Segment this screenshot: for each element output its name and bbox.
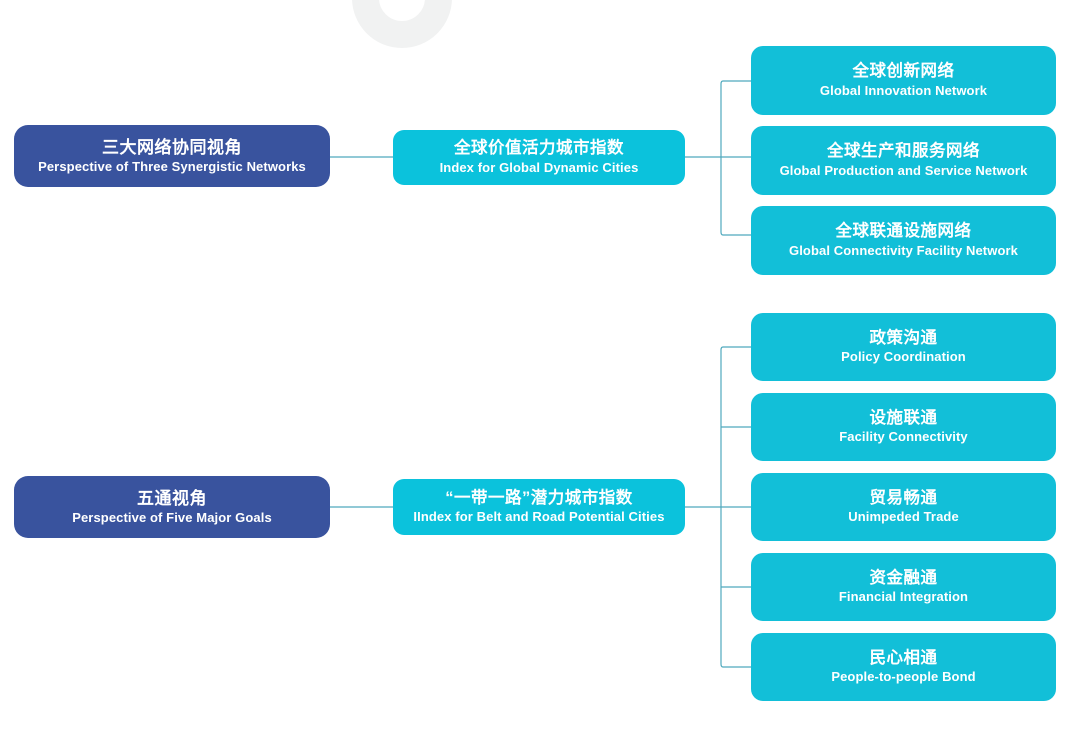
node-perspective-five-major-goals[interactable]: 五通视角 Perspective of Five Major Goals bbox=[14, 476, 330, 538]
connector-top-bracket-spine bbox=[720, 80, 729, 236]
node-title-cn: 政策沟通 bbox=[869, 328, 938, 347]
node-title-en: Perspective of Five Major Goals bbox=[72, 509, 272, 525]
node-title-en: Financial Integration bbox=[838, 589, 969, 605]
node-leaf-global-production-and-service-network[interactable]: 全球生产和服务网络 Global Production and Service … bbox=[751, 126, 1056, 195]
node-title-cn: 全球生产和服务网络 bbox=[827, 142, 980, 161]
node-leaf-people-to-people-bond[interactable]: 民心相通 People-to-people Bond bbox=[751, 633, 1056, 701]
node-index-belt-and-road-potential-cities[interactable]: “一带一路”潜力城市指数 IIndex for Belt and Road Po… bbox=[393, 479, 685, 535]
node-leaf-policy-coordination[interactable]: 政策沟通 Policy Coordination bbox=[751, 313, 1056, 381]
node-leaf-global-connectivity-facility-network[interactable]: 全球联通设施网络 Global Connectivity Facility Ne… bbox=[751, 206, 1056, 275]
node-title-cn: 全球价值活力城市指数 bbox=[454, 139, 624, 158]
node-title-en: Global Production and Service Network bbox=[779, 162, 1028, 178]
node-title-en: Index for Global Dynamic Cities bbox=[439, 159, 639, 175]
node-title-en: Unimpeded Trade bbox=[848, 509, 959, 525]
node-title-cn: 贸易畅通 bbox=[869, 488, 938, 507]
node-title-cn: 全球联通设施网络 bbox=[835, 222, 972, 241]
node-leaf-financial-integration[interactable]: 资金融通 Financial Integration bbox=[751, 553, 1056, 621]
connector-bottom-bracket-spine bbox=[720, 346, 729, 668]
node-title-en: People-to-people Bond bbox=[831, 669, 976, 685]
node-leaf-facility-connectivity[interactable]: 设施联通 Facility Connectivity bbox=[751, 393, 1056, 461]
node-title-en: Policy Coordination bbox=[841, 349, 966, 365]
node-title-cn: 五通视角 bbox=[137, 488, 207, 508]
node-title-cn: 资金融通 bbox=[869, 568, 938, 587]
node-title-cn: 民心相通 bbox=[869, 648, 938, 667]
node-title-en: Facility Connectivity bbox=[839, 429, 968, 445]
node-index-global-dynamic-cities[interactable]: 全球价值活力城市指数 Index for Global Dynamic Citi… bbox=[393, 130, 685, 185]
watermark-ring-decoration bbox=[352, 0, 452, 48]
node-leaf-global-innovation-network[interactable]: 全球创新网络 Global Innovation Network bbox=[751, 46, 1056, 115]
node-title-cn: 设施联通 bbox=[869, 408, 938, 427]
node-title-en: Perspective of Three Synergistic Network… bbox=[38, 158, 306, 174]
node-title-cn: 三大网络协同视角 bbox=[102, 137, 242, 157]
node-title-en: Global Innovation Network bbox=[819, 82, 988, 98]
node-title-cn: “一带一路”潜力城市指数 bbox=[445, 488, 633, 507]
node-title-en: IIndex for Belt and Road Potential Citie… bbox=[413, 509, 665, 525]
node-perspective-three-synergistic-networks[interactable]: 三大网络协同视角 Perspective of Three Synergisti… bbox=[14, 125, 330, 187]
node-title-en: Global Connectivity Facility Network bbox=[789, 242, 1018, 258]
node-leaf-unimpeded-trade[interactable]: 贸易畅通 Unimpeded Trade bbox=[751, 473, 1056, 541]
node-title-cn: 全球创新网络 bbox=[852, 62, 955, 81]
